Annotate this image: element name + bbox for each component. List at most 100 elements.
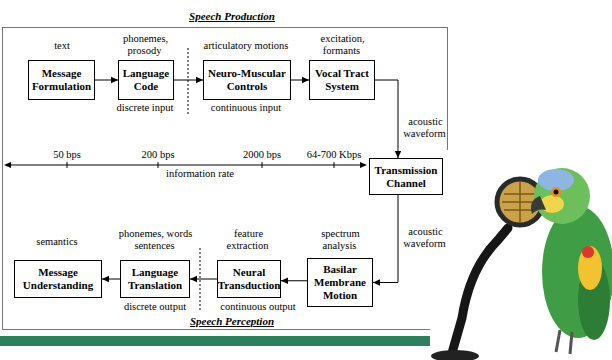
flow-arrow xyxy=(95,77,118,83)
parrot-spot xyxy=(582,246,594,258)
annotation-label-wrap: 2000 bps xyxy=(234,149,290,161)
annotation-label: spectrum analysis xyxy=(320,228,360,251)
box-text: Neural Transduction xyxy=(218,266,281,292)
process-box: Message Understanding xyxy=(14,260,102,298)
axis-tick xyxy=(158,162,159,168)
annotation-label-wrap: feature extraction xyxy=(220,228,276,252)
parrot-head xyxy=(534,168,590,224)
axis-tick xyxy=(262,162,263,168)
annotation-label: continuous input xyxy=(210,102,282,113)
box-text: Transmission Channel xyxy=(373,164,439,190)
arrowhead xyxy=(102,276,109,282)
process-box: Transmission Channel xyxy=(369,158,443,195)
process-box: Vocal Tract System xyxy=(309,60,375,100)
annotation-label: excitation, formants xyxy=(319,33,364,56)
annotation-label: phonemes, prosody xyxy=(122,33,168,56)
process-box: Basilar Membrane Motion xyxy=(307,258,373,307)
parrot-eye xyxy=(551,187,561,197)
divider-line xyxy=(188,48,189,114)
annotation-label-wrap: information rate xyxy=(155,168,245,180)
section-title-wrap: Speech Perception xyxy=(172,315,292,327)
photo-ground xyxy=(430,150,612,360)
parrot-beak xyxy=(531,196,546,214)
annotation-label-wrap: continuous input xyxy=(201,102,291,114)
annotation-label-wrap: excitation, formants xyxy=(313,33,371,57)
annotation-label-wrap: phonemes, prosody xyxy=(117,33,173,57)
arrowhead xyxy=(281,278,288,284)
annotation-label: continuous output xyxy=(219,301,297,312)
process-box: Language Translation xyxy=(120,260,190,298)
parrot-shoulder xyxy=(578,246,602,290)
annotation-label: articulatory motions xyxy=(203,40,290,51)
arrowhead xyxy=(302,77,309,83)
section-title-wrap: Speech Production xyxy=(162,10,302,22)
box-text: Basilar Membrane Motion xyxy=(311,263,369,302)
frame-outline xyxy=(3,28,448,330)
annotation-label-wrap: text xyxy=(42,40,82,52)
annotation-label-wrap: continuous output xyxy=(210,301,306,313)
parrot-feet xyxy=(556,330,572,354)
section-title: Speech Perception xyxy=(189,315,275,327)
annotation-label-wrap: 200 bps xyxy=(133,149,183,161)
axis-arrowhead xyxy=(360,162,367,168)
annotation-label: 64-700 Kbps xyxy=(306,149,363,160)
annotation-label: acoustic waveform xyxy=(403,226,447,249)
box-text: Language Code xyxy=(122,67,170,93)
arrowhead xyxy=(111,77,118,83)
annotation-label: 2000 bps xyxy=(242,149,282,160)
axis-tick xyxy=(334,162,335,168)
process-box: Neuro-Muscular Controls xyxy=(203,60,291,100)
annotation-label-wrap: 50 bps xyxy=(42,149,92,161)
box-text: Neuro-Muscular Controls xyxy=(207,67,287,93)
arrowhead xyxy=(395,151,401,158)
mic-base xyxy=(431,350,479,360)
arrowhead xyxy=(190,276,197,282)
annotation-label: information rate xyxy=(165,168,235,179)
axis-tick xyxy=(67,162,68,168)
annotation-label: discrete input xyxy=(116,102,175,113)
box-text: Vocal Tract System xyxy=(313,67,371,93)
annotation-label-wrap: phonemes, words sentences xyxy=(113,228,197,252)
annotation-label: discrete output xyxy=(123,301,187,312)
box-text: Language Translation xyxy=(124,266,186,292)
annotation-label-wrap: discrete output xyxy=(110,301,200,313)
annotation-label: feature extraction xyxy=(227,228,270,251)
flow-arrow xyxy=(174,77,203,83)
annotation-label: 200 bps xyxy=(141,149,176,160)
annotation-label-wrap: acoustic waveform xyxy=(403,116,447,140)
flow-arrow xyxy=(375,80,401,158)
annotation-label-wrap: articulatory motions xyxy=(191,40,301,52)
flow-arrow xyxy=(373,195,398,286)
mic-stand xyxy=(450,228,508,360)
flow-line xyxy=(373,195,398,283)
annotation-label: text xyxy=(53,40,71,51)
axis-arrowhead xyxy=(4,162,11,168)
box-text: Message Formulation xyxy=(32,67,91,93)
parrot-pupil xyxy=(554,190,559,195)
process-box: Message Formulation xyxy=(28,60,95,100)
flow-arrow xyxy=(291,77,309,83)
annotation-label: semantics xyxy=(35,236,78,247)
annotation-label-wrap: semantics xyxy=(22,236,92,248)
box-text: Message Understanding xyxy=(18,266,98,292)
annotation-label: phonemes, words sentences xyxy=(118,228,193,251)
section-title: Speech Production xyxy=(188,10,276,22)
annotation-label: 50 bps xyxy=(52,149,82,160)
annotation-label: acoustic waveform xyxy=(403,116,447,139)
flow-arrow xyxy=(102,276,120,282)
annotation-label-wrap: acoustic waveform xyxy=(403,226,447,250)
process-box: Neural Transduction xyxy=(217,260,281,298)
divider-line xyxy=(200,248,201,312)
arrowhead xyxy=(196,77,203,83)
flow-line xyxy=(375,80,398,158)
annotation-label-wrap: spectrum analysis xyxy=(314,228,366,252)
flow-arrow xyxy=(190,276,217,282)
flow-arrow xyxy=(281,278,307,284)
rate-axis xyxy=(10,165,360,166)
annotation-label-wrap: 64-700 Kbps xyxy=(302,149,366,161)
process-box: Language Code xyxy=(118,60,174,100)
annotation-label-wrap: discrete input xyxy=(105,102,185,114)
